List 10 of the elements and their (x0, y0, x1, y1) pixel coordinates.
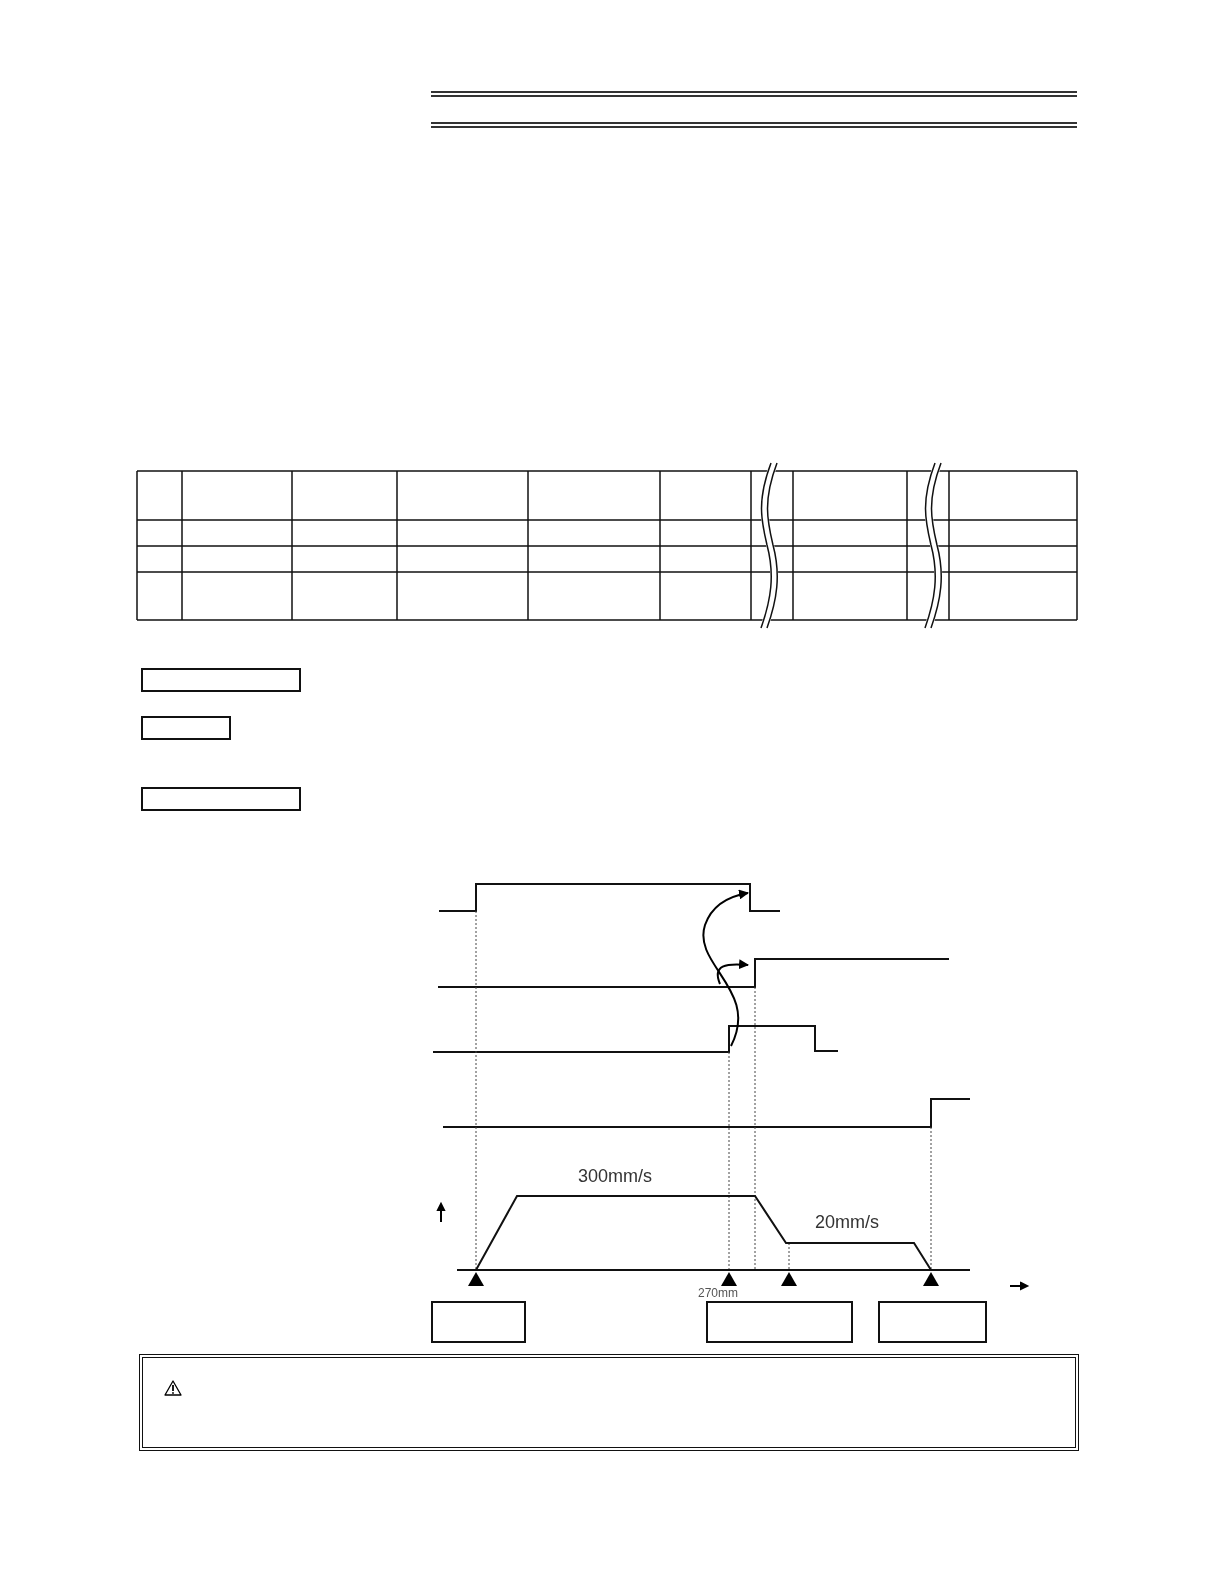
notice-frame (139, 1354, 1079, 1451)
empty-box (431, 1301, 526, 1343)
speed-label: 20mm/s (815, 1212, 879, 1233)
empty-box (141, 668, 301, 692)
position-label: 270mm (698, 1286, 738, 1300)
empty-box (878, 1301, 987, 1343)
empty-box (706, 1301, 853, 1343)
empty-box (141, 716, 231, 740)
empty-box (141, 787, 301, 811)
speed-label: 300mm/s (578, 1166, 653, 1187)
